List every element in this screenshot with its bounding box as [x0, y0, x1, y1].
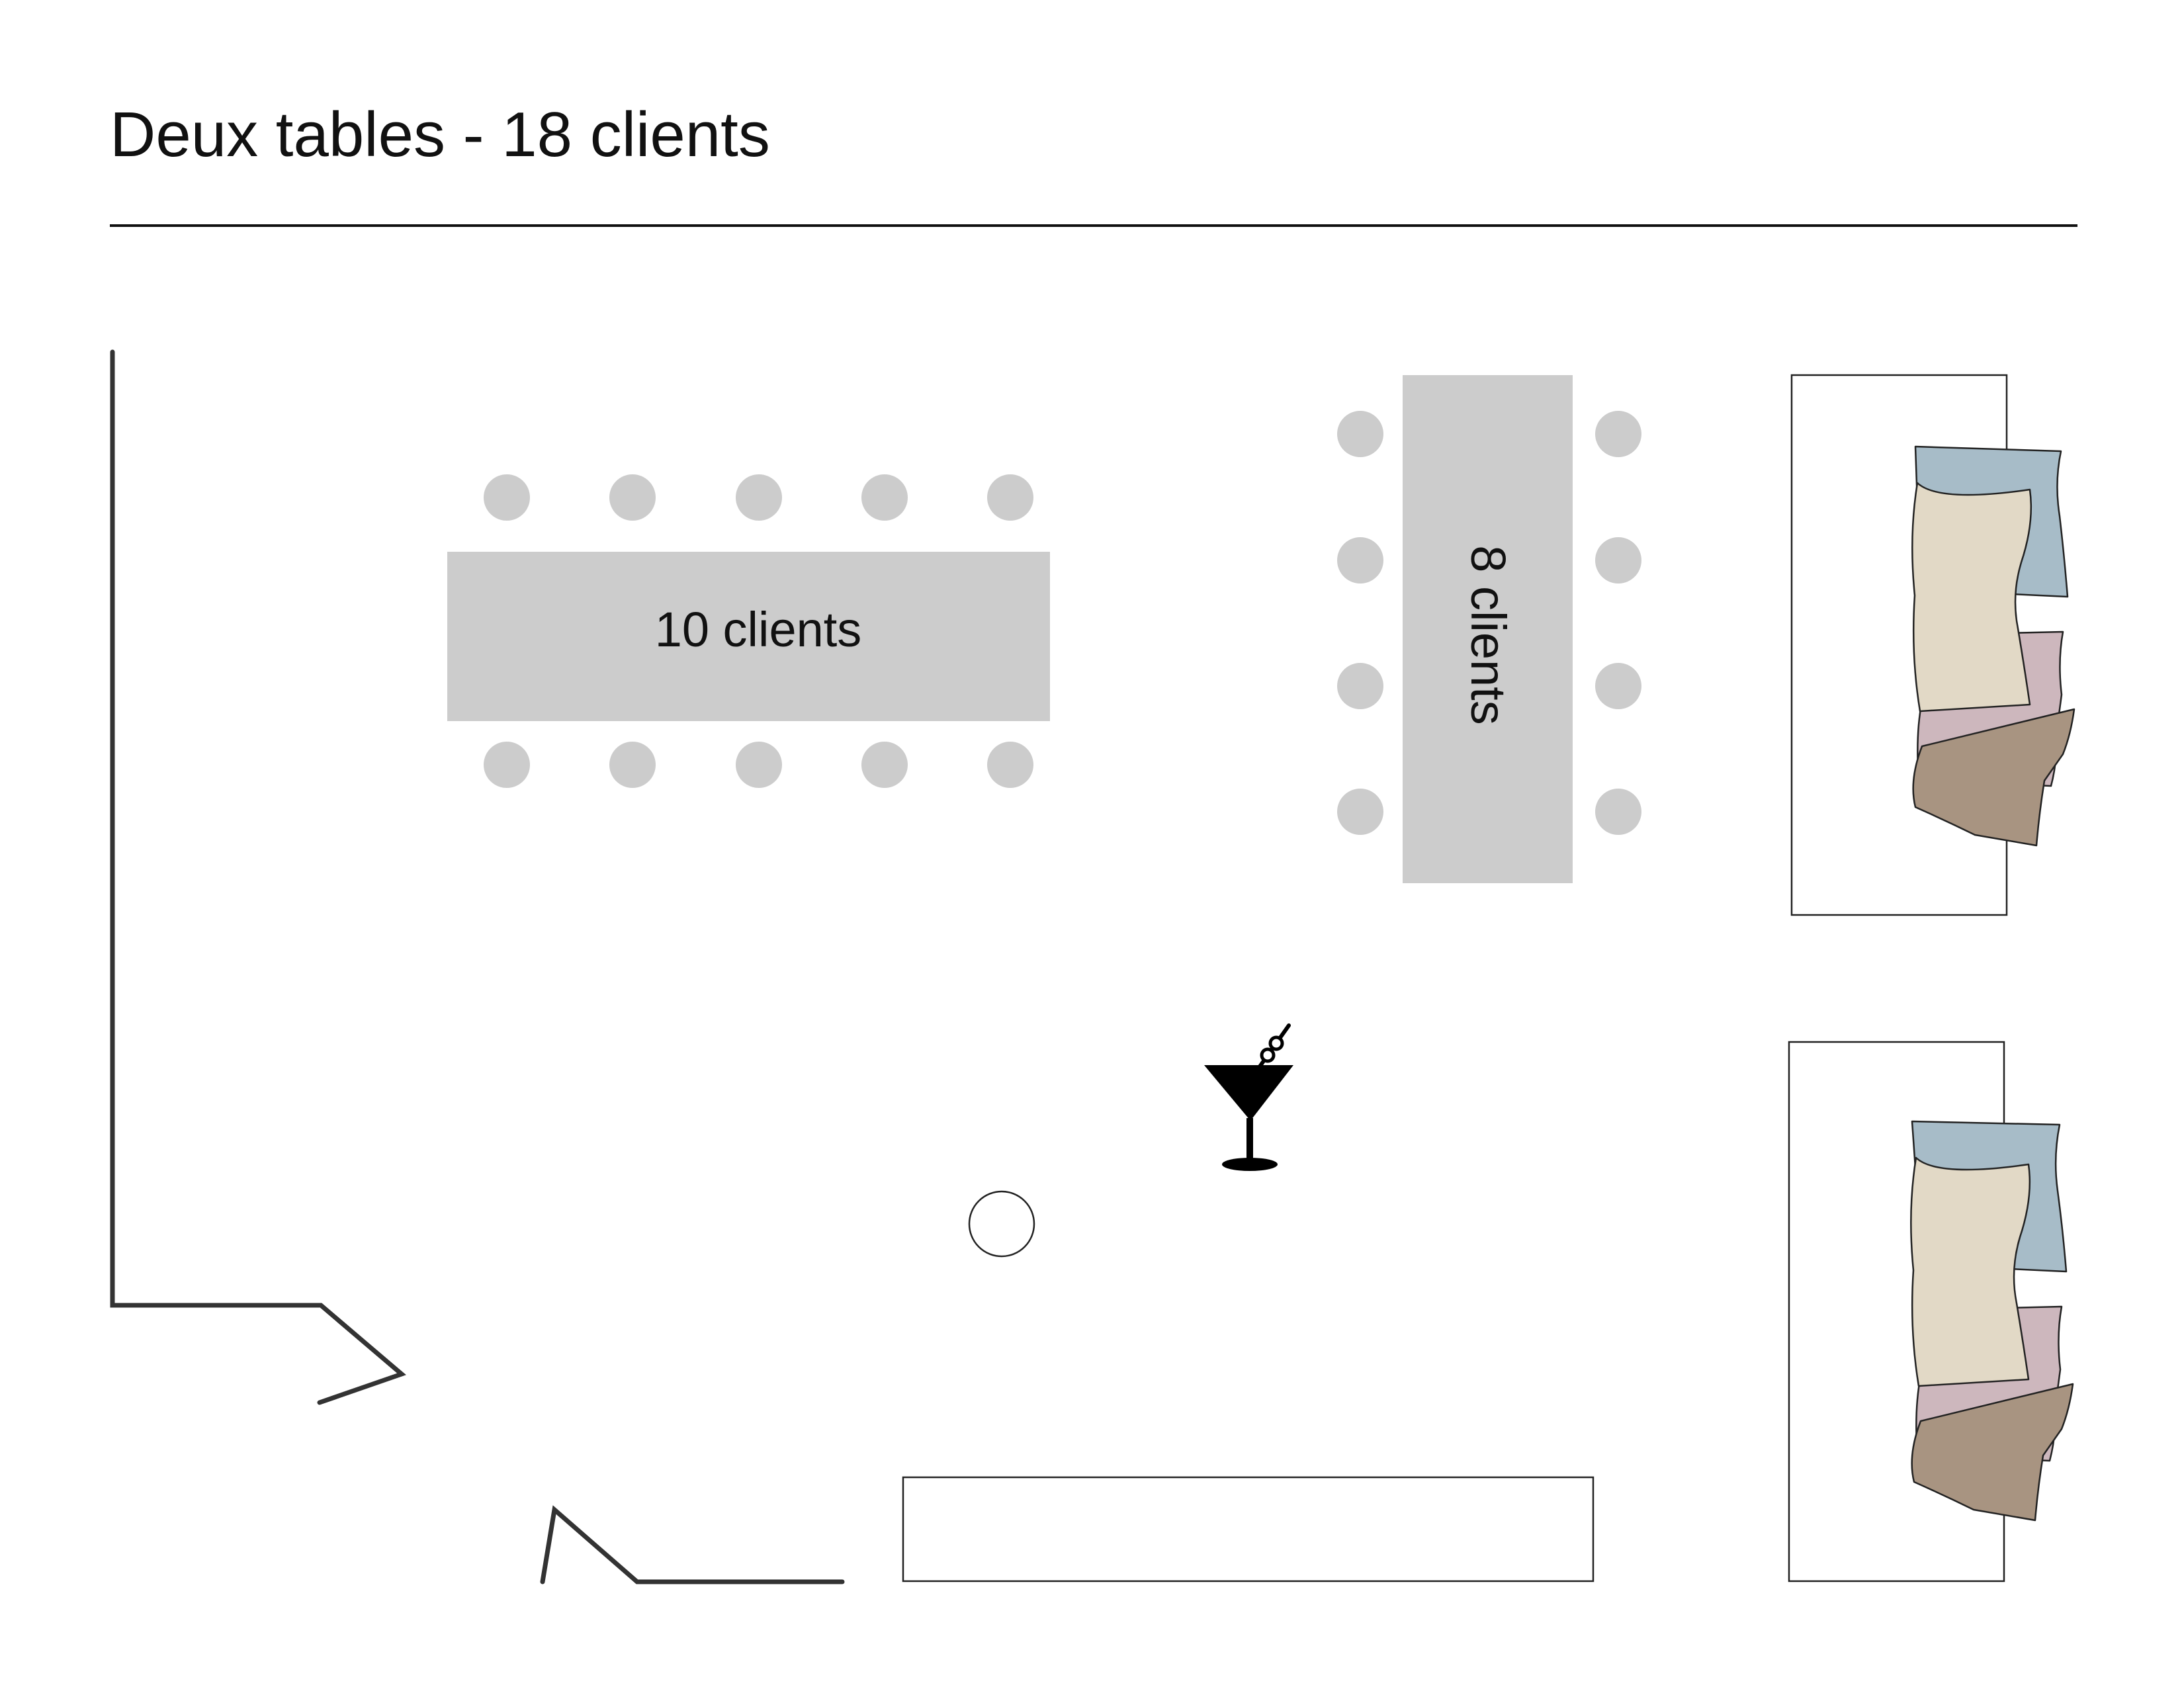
- seat: [861, 742, 908, 788]
- seat: [1595, 537, 1641, 584]
- bar-counter: [902, 1476, 1594, 1582]
- pillow-cream: [1910, 1156, 2031, 1387]
- seat: [484, 742, 530, 788]
- seat: [1595, 663, 1641, 709]
- table-10-clients: 10 clients: [447, 474, 1050, 788]
- seat: [484, 474, 530, 521]
- table-8-surface: [1403, 375, 1573, 883]
- seat: [609, 742, 656, 788]
- table-8-seats: [1337, 411, 1641, 835]
- wall-bottom: [540, 1505, 845, 1584]
- seat: [987, 474, 1033, 521]
- sofa-top: [1790, 374, 2075, 916]
- pillow-stack: [1911, 445, 2075, 847]
- table-8-clients: 8 clients: [1337, 375, 1641, 883]
- pillow-brown: [1911, 1383, 2074, 1522]
- page-title: Deux tables - 18 clients: [110, 99, 770, 170]
- round-column: [968, 1190, 1035, 1258]
- seat: [736, 742, 782, 788]
- seat: [1337, 663, 1383, 709]
- seat: [609, 474, 656, 521]
- cocktail-glass-icon: [1204, 1023, 1293, 1171]
- table-10-seats: [484, 474, 1033, 788]
- seat: [1595, 411, 1641, 457]
- table-10-surface: [447, 552, 1050, 721]
- seat: [987, 742, 1033, 788]
- seat: [1595, 789, 1641, 835]
- table-8-label: 8 clients: [1461, 545, 1516, 724]
- sofa-bottom: [1788, 1041, 2074, 1582]
- seat: [736, 474, 782, 521]
- seat: [861, 474, 908, 521]
- pillow-brown: [1912, 708, 2075, 847]
- seat: [1337, 537, 1383, 584]
- seat: [1337, 411, 1383, 457]
- pillow-stack: [1910, 1120, 2074, 1522]
- seat: [1337, 789, 1383, 835]
- wall-left: [110, 349, 406, 1405]
- pillow-cream: [1911, 482, 2032, 713]
- table-10-label: 10 clients: [655, 602, 862, 657]
